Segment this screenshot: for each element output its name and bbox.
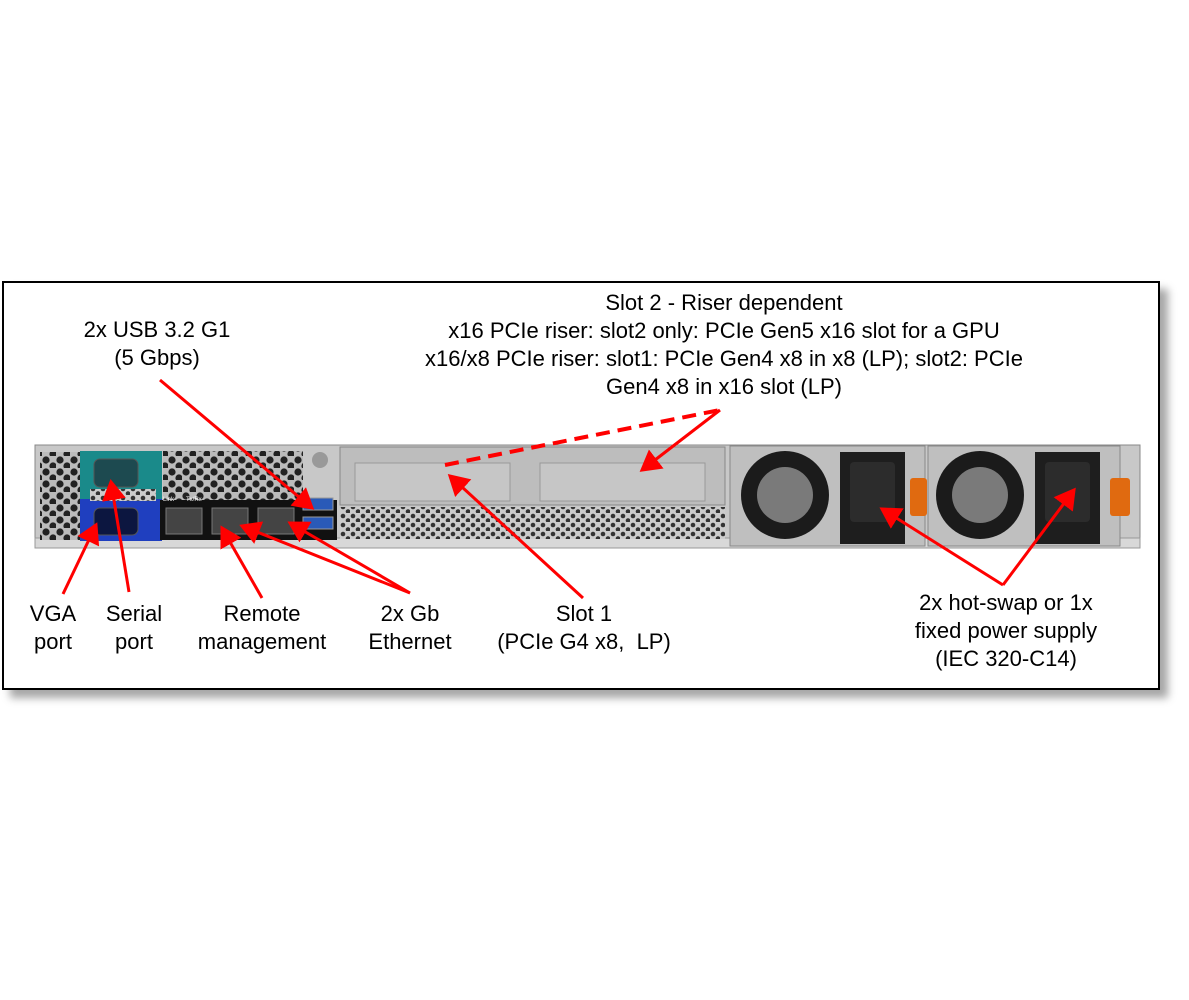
arrow-psu-1 xyxy=(879,507,1004,587)
label-slot1: Slot 1(PCIe G4 x8, LP) xyxy=(497,601,671,654)
slot1-bracket xyxy=(354,462,511,502)
usb-port-2 xyxy=(302,516,334,530)
eth-port-2 xyxy=(257,507,295,535)
eth-port-1 xyxy=(211,507,249,535)
arrow-psu-2 xyxy=(1001,487,1076,586)
arrow-slot2-dashed xyxy=(444,408,721,467)
psu-1 xyxy=(729,445,927,547)
arrow-eth-2 xyxy=(287,521,411,595)
arrow-slot1 xyxy=(447,473,585,600)
port-link-text: Link xyxy=(163,497,175,503)
psu-2 xyxy=(927,445,1130,547)
label-usb: 2x USB 3.2 G1(5 Gbps) xyxy=(83,317,231,370)
arrow-eth-1 xyxy=(239,521,411,595)
port-txrx-text: Tx/Rx xyxy=(186,497,202,503)
arrow-slot2 xyxy=(639,408,721,472)
mgmt-port xyxy=(165,507,203,535)
arrow-usb xyxy=(159,378,315,510)
slot2-bracket xyxy=(539,462,706,502)
arrow-vga xyxy=(61,522,100,595)
arrow-serial xyxy=(102,479,131,593)
serial-port xyxy=(93,458,139,488)
arrow-remote xyxy=(220,525,264,599)
